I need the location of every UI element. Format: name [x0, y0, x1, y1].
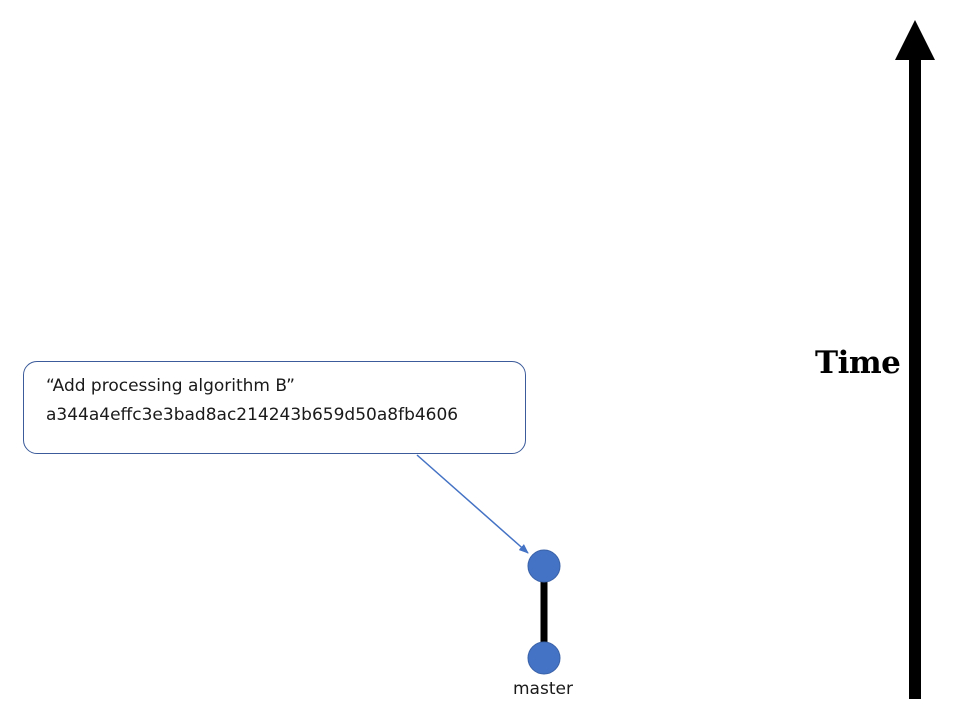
- time-arrow-head: [895, 20, 935, 60]
- commit-message: “Add processing algorithm B”: [46, 376, 295, 396]
- commit-node-head[interactable]: [527, 549, 561, 583]
- commit-callout: “Add processing algorithm B” a344a4effc3…: [23, 361, 526, 454]
- time-arrow-shaft: [909, 58, 921, 699]
- commit-hash: a344a4effc3e3bad8ac214243b659d50a8fb4606: [46, 405, 459, 425]
- commit-node-root[interactable]: [527, 641, 561, 675]
- time-axis-label: Time: [815, 345, 901, 381]
- callout-pointer: [416, 454, 529, 554]
- branch-label: master: [513, 679, 573, 699]
- time-arrow: [895, 20, 935, 699]
